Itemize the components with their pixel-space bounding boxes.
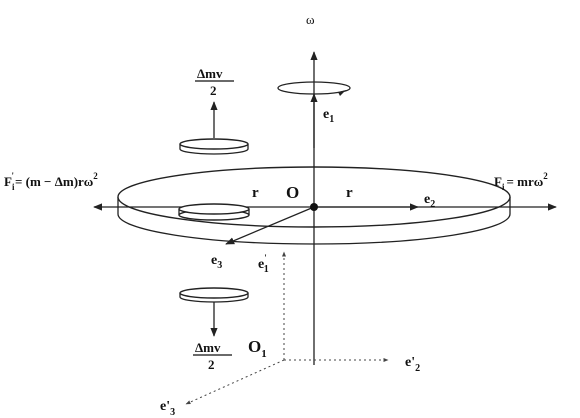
- radius-right-label: r: [346, 185, 353, 201]
- origin-label: O: [286, 183, 299, 202]
- e3-arrow: [225, 206, 315, 245]
- e1-prime-label: e'1: [258, 253, 269, 275]
- e3-label: e3: [211, 253, 222, 271]
- lower-small-disk: [179, 287, 249, 303]
- embedded-small-disk: [178, 203, 250, 221]
- force-left-label: Fi'= (m − Δm)rω2: [4, 171, 98, 192]
- e3-prime-axis: [185, 359, 285, 405]
- upper-delta-mv-numerator: Δmv: [197, 66, 223, 81]
- force-right-label: Fi= mrω2: [494, 171, 548, 192]
- radius-left-label: r: [252, 185, 259, 201]
- e2-label: e2: [424, 192, 435, 210]
- upper-small-disk: [179, 138, 249, 155]
- e2-prime-label: e'2: [405, 355, 420, 374]
- e3-prime-label: e'3: [160, 399, 175, 418]
- omega-label: ω: [306, 12, 315, 27]
- upper-delta-mv-denominator: 2: [210, 83, 217, 98]
- lower-delta-mv-numerator: Δmv: [195, 340, 221, 355]
- e1-label: e1: [323, 107, 334, 125]
- origin-dot: [310, 203, 318, 211]
- o1-label: O1: [248, 337, 267, 360]
- lower-delta-mv-denominator: 2: [208, 357, 215, 372]
